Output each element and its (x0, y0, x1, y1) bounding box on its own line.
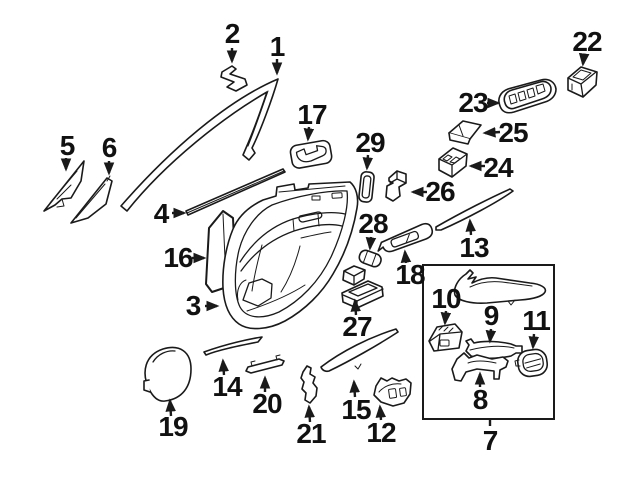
arrow-to-part-14 (218, 358, 230, 376)
part-3-door-trim-panel-drawing (222, 181, 359, 330)
callout-label-21: 21 (296, 418, 326, 449)
arrow-to-part-11 (528, 333, 540, 350)
callout-label-28: 28 (358, 208, 388, 239)
part-20-molding-strip-drawing (245, 354, 285, 374)
callout-label-11: 11 (522, 305, 551, 336)
callout-label-13: 13 (459, 232, 489, 263)
callout-label-6: 6 (101, 132, 118, 163)
part-29-seal-drawing (358, 171, 375, 203)
arrow-to-part-27 (350, 298, 362, 316)
callout-label-8: 8 (472, 384, 489, 415)
part-13-trim-molding-drawing (435, 188, 514, 231)
callout-label-3: 3 (185, 290, 202, 321)
callout-label-29: 29 (355, 127, 385, 158)
callout-label-9: 9 (483, 300, 500, 331)
part-6-corner-cover-drawing (70, 175, 113, 224)
part-15-lower-molding-drawing (320, 328, 399, 373)
part-24-switch-drawing (438, 147, 468, 178)
callout-label-1: 1 (269, 31, 286, 62)
callout-label-17: 17 (297, 99, 327, 130)
callout-label-2: 2 (224, 18, 241, 49)
part-23-switch-bank-drawing (498, 78, 557, 114)
part-18-handle-bezel-drawing (377, 222, 434, 253)
part-14-trim-strip-drawing (203, 336, 263, 356)
callout-arrows (60, 48, 590, 423)
callout-label-18: 18 (395, 259, 425, 290)
arrow-to-part-15 (349, 379, 360, 398)
part-4-belt-weatherstrip-drawing (185, 168, 286, 216)
callout-label-10: 10 (431, 283, 461, 314)
callout-label-25: 25 (498, 117, 528, 148)
callout-label-27: 27 (342, 311, 372, 342)
arrow-to-part-21 (304, 404, 315, 423)
part-19-cover-cap-drawing (143, 346, 192, 402)
callout-label-23: 23 (458, 87, 488, 118)
callout-label-19: 19 (158, 411, 188, 442)
arrow-to-part-28 (365, 236, 377, 251)
arrow-to-part-25 (482, 127, 501, 138)
callout-label-24: 24 (483, 152, 513, 183)
part-12-pocket-bracket-drawing (373, 377, 412, 407)
arrow-to-part-12 (375, 404, 387, 421)
arrow-to-part-13 (465, 218, 477, 236)
callout-label-14: 14 (212, 371, 242, 402)
callout-label-16: 16 (163, 242, 193, 273)
part-17-pull-handle-drawing (289, 139, 333, 169)
arrow-to-part-9 (485, 328, 497, 344)
arrow-to-part-19 (165, 398, 176, 417)
callout-label-22: 22 (572, 26, 602, 57)
part-11-grommet-bezel-drawing (514, 348, 549, 378)
part-21-bracket-drawing (300, 365, 318, 404)
callout-label-20: 20 (252, 388, 282, 419)
group-box-7 (422, 264, 555, 426)
part-26-bracket-drawing (385, 170, 407, 202)
part-2-clip-drawing (220, 65, 248, 92)
arrow-to-part-17 (303, 126, 315, 142)
arrow-to-part-18 (400, 249, 412, 264)
callout-label-12: 12 (366, 417, 396, 448)
callout-label-7: 7 (482, 425, 499, 456)
callout-label-4: 4 (153, 198, 170, 229)
part-1-window-frame-molding-drawing (120, 78, 279, 212)
arrow-to-part-10 (440, 310, 452, 326)
part-5-corner-cover-drawing (43, 160, 85, 212)
part-25-cover-plate-drawing (448, 120, 482, 145)
callout-label-26: 26 (425, 176, 455, 207)
part-22-switch-drawing (567, 66, 598, 98)
part-28-grommet-drawing (358, 249, 382, 268)
armrest-piece-drawing (453, 269, 547, 306)
callout-label-5: 5 (59, 130, 76, 161)
part-10-mount-block-drawing (428, 323, 463, 352)
arrow-to-part-29 (362, 154, 374, 171)
callout-label-15: 15 (341, 394, 371, 425)
part-8-support-bracket-drawing (451, 352, 509, 382)
arrow-to-part-22 (578, 52, 590, 67)
part-27-window-switch-drawing (341, 265, 384, 309)
